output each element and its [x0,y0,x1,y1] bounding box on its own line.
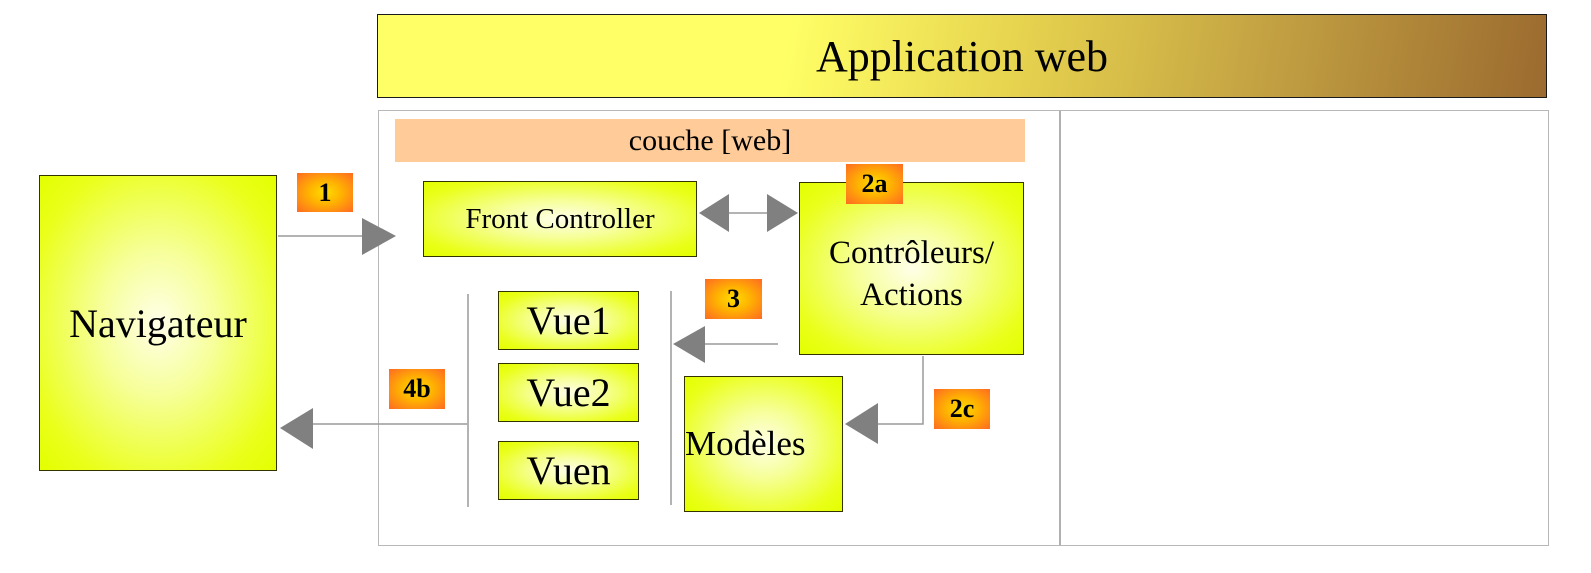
controllers-actions-node: Contrôleurs/ Actions [799,182,1024,355]
web-layer-label: couche [web] [628,123,792,157]
models-node: Modèles [684,376,843,512]
arrowhead-to-browser [280,408,313,449]
view1-label: Vue1 [526,298,611,343]
browser-label: Navigateur [69,300,247,346]
application-title: Application web [815,31,1109,81]
step-2c-label: 2c [949,394,975,423]
step-4b-label: 4b [403,374,431,403]
view1-node: Vue1 [498,291,639,350]
step-badge-1: 1 [297,173,353,212]
controllers-label-line1: Contrôleurs/ [829,235,994,272]
view2-node: Vue2 [498,363,639,422]
arrowhead-to-views [673,326,705,363]
step-3-label: 3 [727,284,740,313]
step-badge-2a: 2a [846,164,903,204]
step-badge-3: 3 [705,279,762,319]
application-web-header: Application web [377,14,1547,98]
viewn-label: Vuen [526,448,611,493]
front-controller-node: Front Controller [423,181,697,257]
step-badge-4b: 4b [389,369,445,409]
step-2a-label: 2a [861,169,888,198]
connector-controllers-to-models [878,356,924,425]
web-layer-bar: couche [web] [395,119,1025,162]
arrowhead-to-front-controller [699,194,729,232]
viewn-node: Vuen [498,441,639,500]
arrowhead-to-models [845,403,878,444]
step-1-label: 1 [318,177,332,207]
front-controller-label: Front Controller [465,202,655,235]
view2-label: Vue2 [526,370,611,415]
controllers-label-line2: Actions [860,276,963,313]
arrowhead-to-controllers [767,194,798,232]
web-app-frame-right [1059,110,1549,546]
step-badge-2c: 2c [934,389,990,429]
arrowhead-to-front [362,218,396,255]
browser-node: Navigateur [39,175,277,471]
models-label: Modèles [685,424,806,463]
